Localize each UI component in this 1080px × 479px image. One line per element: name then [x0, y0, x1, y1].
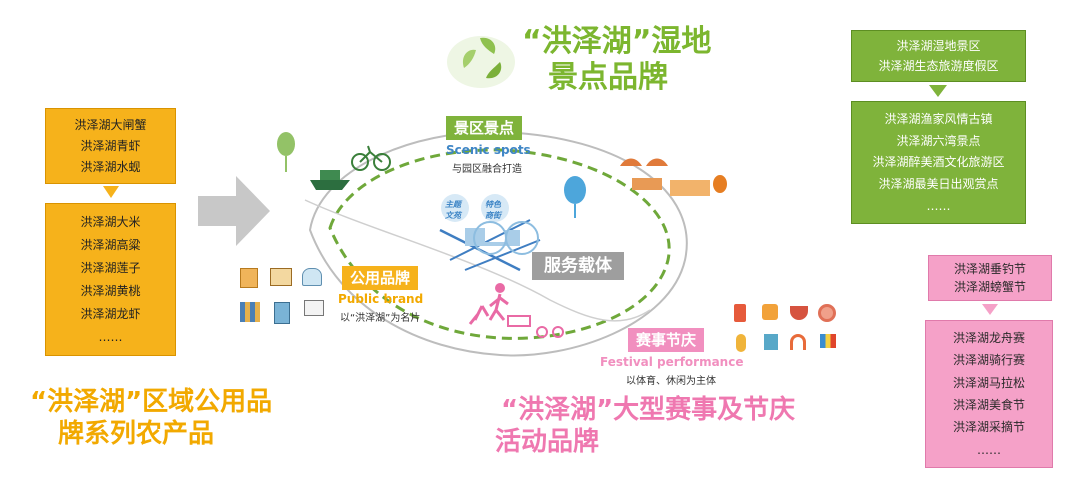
bike-wheel-icon [552, 326, 564, 338]
public-brand-tag: 公用品牌 [342, 266, 419, 290]
agri-item: 洪泽湖莲子 [80, 260, 141, 275]
agri-brand-title: “洪泽湖”区域公用品 牌系列农产品 [30, 386, 272, 450]
down-arrow-icon [929, 85, 947, 97]
agri-item: 洪泽湖水蚬 [80, 159, 141, 174]
festival-item: 洪泽湖采摘节 [952, 420, 1025, 435]
festival-item: 洪泽湖美食节 [952, 398, 1025, 413]
product-icons [240, 268, 330, 328]
wetland-brand-title-line1: “洪泽湖”湿地 [522, 24, 712, 59]
tree-trunk-icon [285, 156, 287, 172]
boat-cabin-icon [320, 170, 340, 180]
festival-en: Festival performance [600, 355, 744, 369]
scenic-item: 洪泽湖醉美酒文化旅游区 [872, 155, 1005, 170]
festival-brand-title: “洪泽湖”大型赛事及节庆 活动品牌 [495, 394, 795, 458]
boat-icon [310, 180, 350, 190]
pavilion-icon [646, 158, 668, 166]
service-loop-diagram [277, 130, 727, 357]
festival-item: 洪泽湖垂钓节 [953, 262, 1026, 276]
festival-item: 洪泽湖龙舟赛 [952, 331, 1025, 346]
festival-tag: 赛事节庆 [628, 328, 705, 352]
agri-item: 洪泽湖龙虾 [80, 307, 141, 322]
wetland-brand-title: “洪泽湖”湿地 景点品牌 [522, 24, 711, 96]
tree-trunk-icon [574, 204, 576, 218]
down-arrow-icon [982, 304, 998, 315]
scenic-item: …… [926, 199, 951, 214]
agri-brand-title-line2: 牌系列农产品 [58, 419, 215, 449]
book-icon [270, 268, 292, 286]
bubble-icon [441, 194, 469, 222]
scenic-item: 洪泽湖六湾景点 [896, 133, 981, 148]
arrow-line-icon [464, 239, 541, 271]
circle-icon [505, 221, 539, 255]
agri-box-top: 洪泽湖大闸蟹 洪泽湖青虾 洪泽湖水蚬 [45, 108, 176, 184]
festival-cn: 以体育、休闲为主体 [626, 376, 716, 387]
scenic-spots-en: Scenic spots [446, 143, 531, 157]
right-arrow-icon [198, 176, 270, 246]
lamp-icon [302, 268, 322, 286]
leaf-recycle-icon [447, 36, 515, 88]
walker-icon [468, 305, 490, 325]
building-icon [670, 180, 710, 196]
phone-icon [734, 304, 746, 322]
tree-icon [277, 132, 295, 156]
bubble-label-street: 特色 商街 [485, 200, 501, 220]
loop-inner-line [304, 199, 651, 322]
dancer-icon [736, 334, 746, 352]
bubble-icon [481, 194, 509, 222]
festival-brand-title-line2: 活动品牌 [495, 427, 600, 457]
notebook-icon [274, 302, 290, 324]
donut-icon [818, 304, 836, 322]
horseshoe-icon [790, 334, 806, 350]
folders-icon [240, 302, 260, 322]
wetland-brand-title-line2: 景点品牌 [548, 60, 668, 95]
agri-item: 洪泽湖大米 [80, 214, 141, 229]
bus-icon [507, 315, 531, 327]
scenic-item: 洪泽湖渔家风情古镇 [884, 111, 993, 126]
flag-icon [820, 334, 836, 348]
bowl-icon [790, 306, 808, 320]
festival-icons [730, 302, 840, 362]
agri-item: 洪泽湖黄桃 [80, 284, 141, 299]
festival-box-bottom: 洪泽湖龙舟赛 洪泽湖骑行赛 洪泽湖马拉松 洪泽湖美食节 洪泽湖采摘节 …… [925, 320, 1053, 468]
public-brand-en: Public brand [338, 292, 424, 306]
service-carrier-label: 服务载体 [532, 252, 624, 280]
cup-icon [762, 304, 778, 320]
festival-brand-title-line1: “洪泽湖”大型赛事及节庆 [501, 395, 796, 425]
festival-item: 洪泽湖马拉松 [952, 375, 1025, 390]
tree-icon [564, 176, 586, 204]
scenic-item: 洪泽湖生态旅游度假区 [878, 59, 999, 73]
down-arrow-icon [103, 186, 119, 198]
agri-item: 洪泽湖高粱 [80, 237, 141, 252]
award-icon [764, 334, 778, 350]
pavilion-icon [620, 158, 642, 166]
scenic-box-bottom: 洪泽湖渔家风情古镇 洪泽湖六湾景点 洪泽湖醉美酒文化旅游区 洪泽湖最美日出观赏点… [851, 101, 1026, 224]
easel-icon [304, 300, 324, 316]
scenic-spots-tag: 景区景点 [446, 116, 523, 140]
festival-item: …… [977, 442, 1001, 457]
bubble-label-theme: 主题 文苑 [445, 200, 461, 220]
scenic-spots-cn: 与园区融合打造 [452, 164, 522, 175]
agri-box-bottom: 洪泽湖大米 洪泽湖高粱 洪泽湖莲子 洪泽湖黄桃 洪泽湖龙虾 …… [45, 203, 176, 356]
festival-item: 洪泽湖骑行赛 [952, 353, 1025, 368]
loop-outer-line [308, 130, 688, 357]
festival-box-top: 洪泽湖垂钓节 洪泽湖螃蟹节 [928, 255, 1052, 301]
scenic-box-top: 洪泽湖湿地景区 洪泽湖生态旅游度假区 [851, 30, 1026, 82]
agri-item: 洪泽湖大闸蟹 [74, 118, 147, 133]
lantern-icon [713, 175, 727, 193]
scenic-item: 洪泽湖湿地景区 [896, 39, 981, 53]
agri-item: 洪泽湖青虾 [80, 138, 141, 153]
agri-brand-title-line1: “洪泽湖”区域公用品 [30, 387, 273, 417]
scenic-item: 洪泽湖最美日出观赏点 [878, 177, 999, 192]
arrow-line-icon [449, 219, 531, 261]
festival-item: 洪泽湖螃蟹节 [953, 280, 1026, 294]
public-brand-cn: 以“洪泽湖”为名片 [340, 313, 421, 324]
loop-dashed-line [328, 148, 671, 340]
bicycle-icon [373, 153, 391, 171]
building-icon [632, 178, 662, 190]
runner-icon [495, 283, 505, 293]
bicycle-icon [351, 153, 369, 171]
book-icon [240, 268, 258, 288]
bike-wheel-icon [536, 326, 548, 338]
agri-item: …… [98, 330, 123, 345]
